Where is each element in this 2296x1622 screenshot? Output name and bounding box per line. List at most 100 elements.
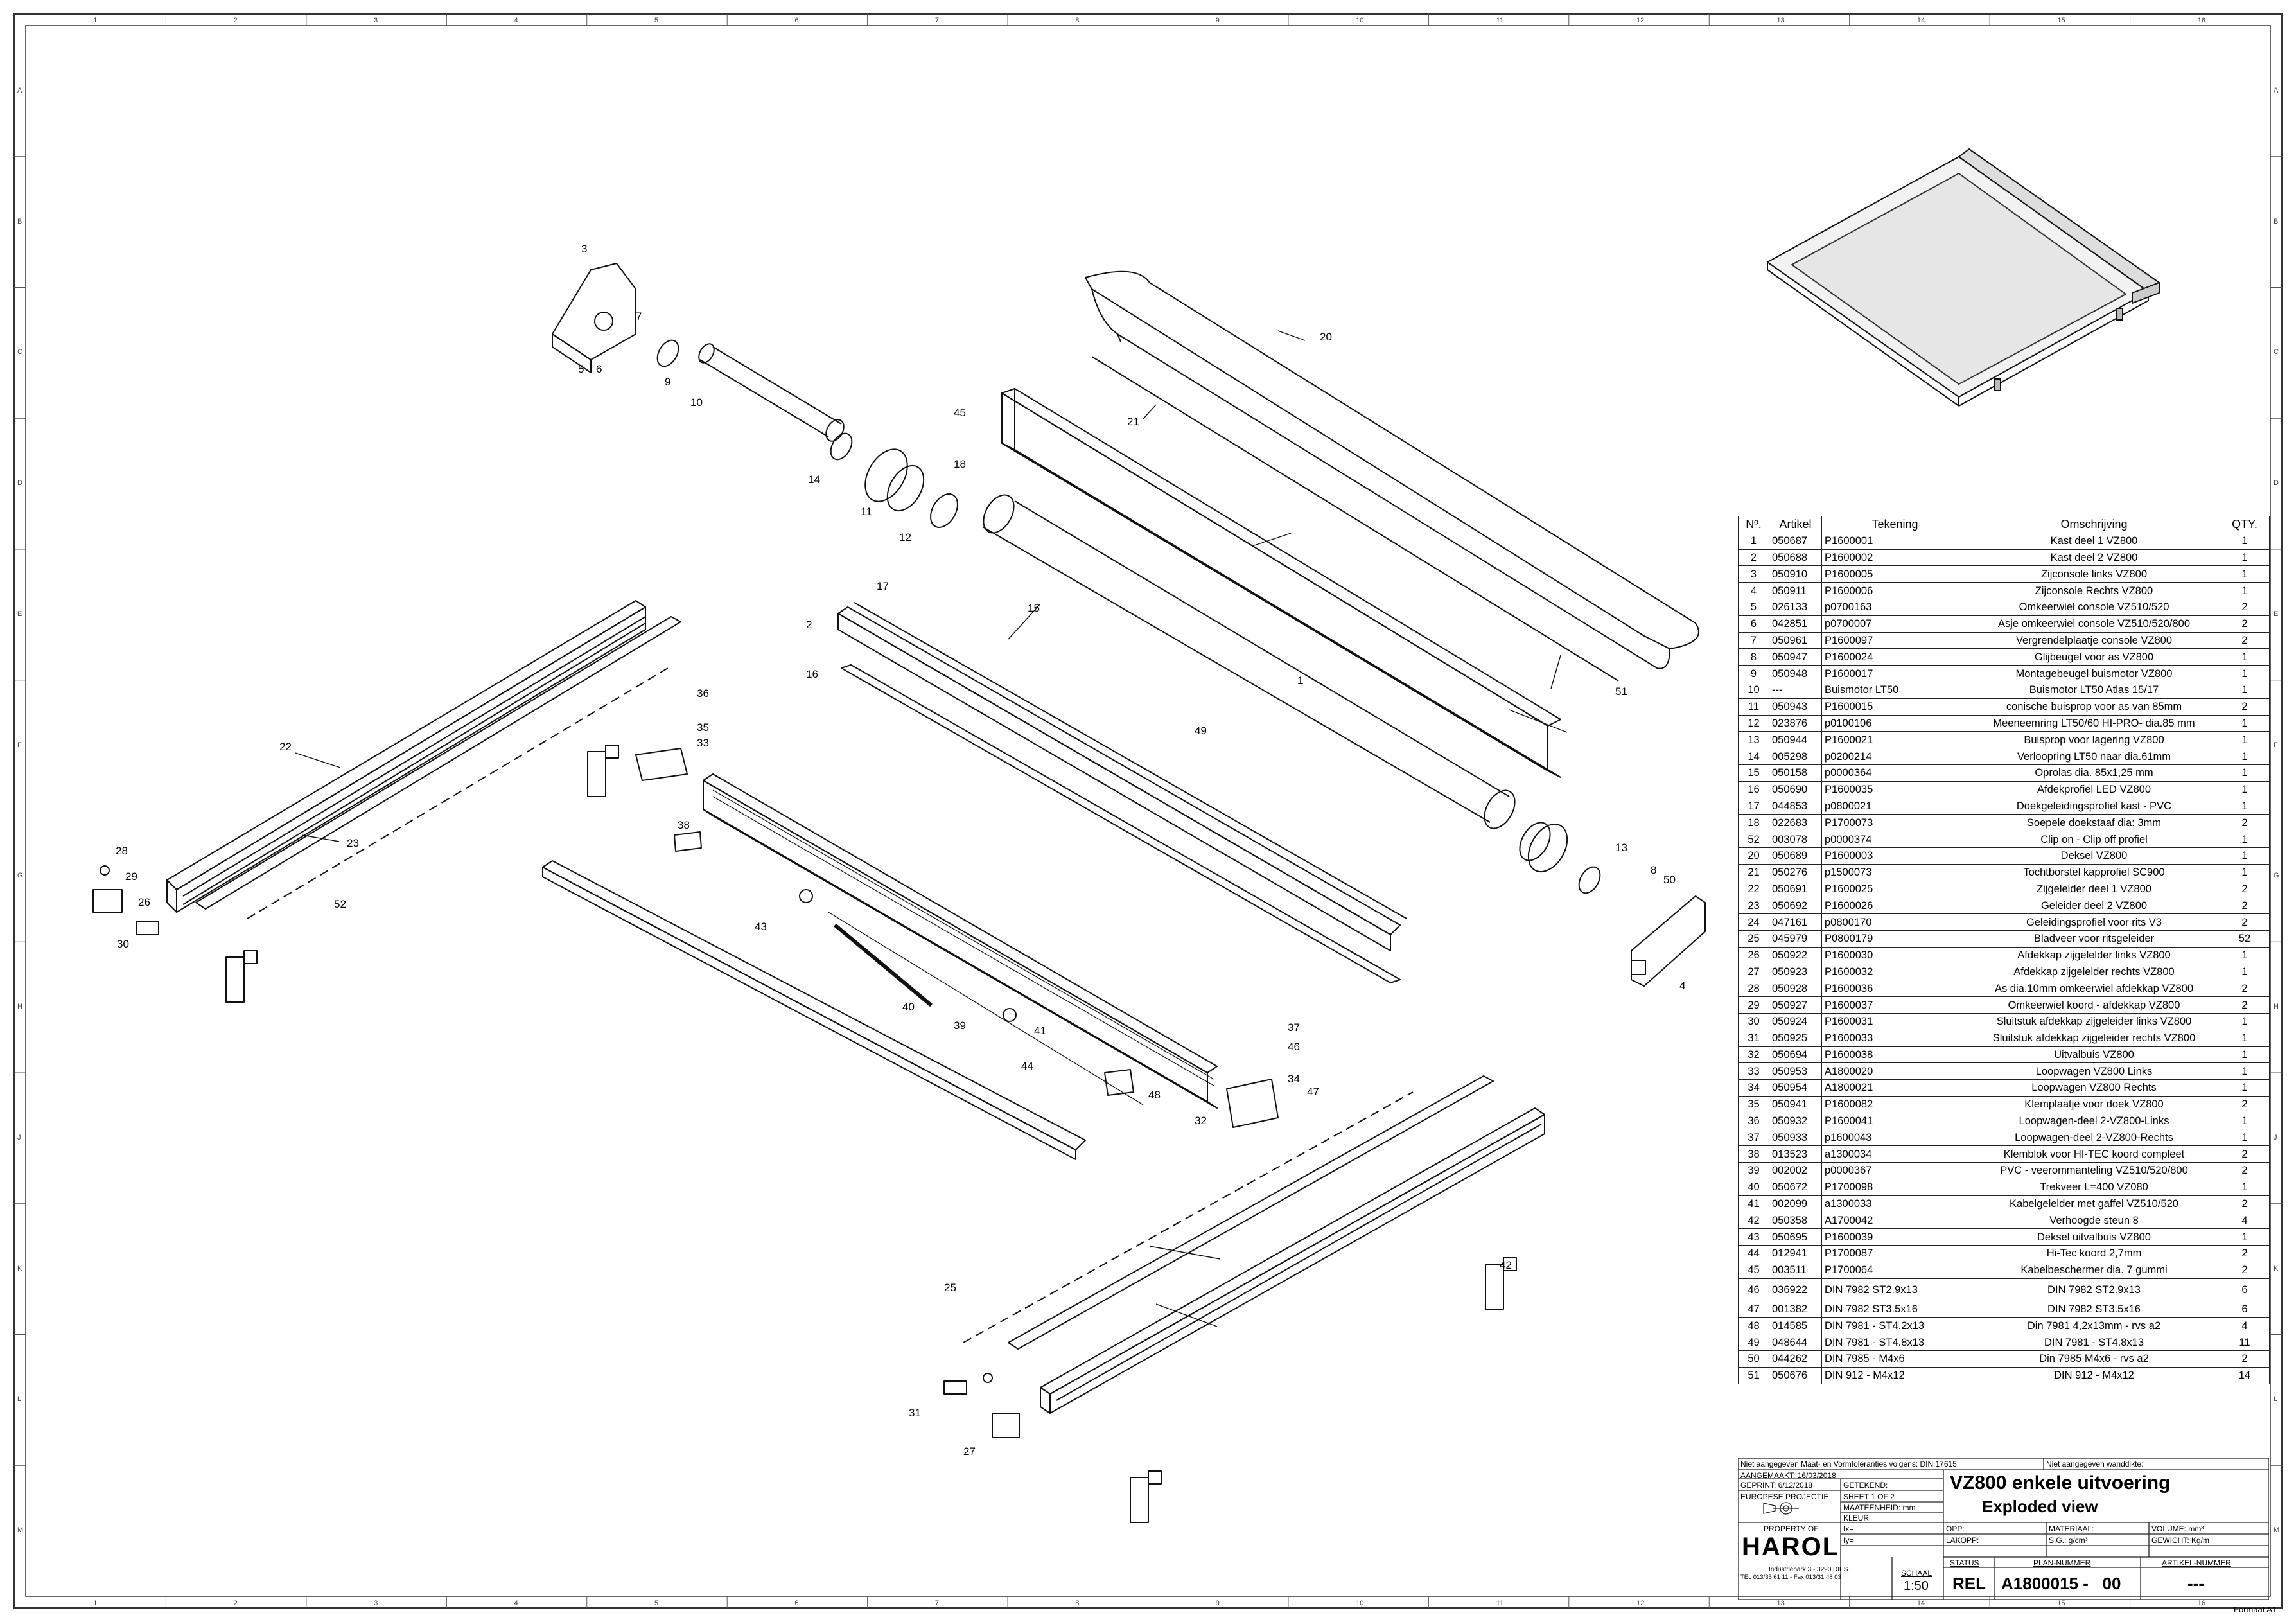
callout-41: 41 bbox=[1034, 1025, 1046, 1037]
bom-cell-tekening: a1300033 bbox=[1821, 1195, 1968, 1213]
bom-cell-artikel: 042851 bbox=[1769, 615, 1822, 633]
bom-cell-tekening: p1500073 bbox=[1821, 863, 1968, 881]
bom-cell-qty: 1 bbox=[2220, 532, 2270, 550]
bom-cell-qty: 2 bbox=[2220, 897, 2270, 915]
bom-cell-no: 28 bbox=[1738, 980, 1769, 998]
bom-cell-omschrijving: Bladveer voor ritsgeleider bbox=[1968, 930, 2220, 948]
bom-cell-tekening: P1600006 bbox=[1821, 582, 1968, 599]
grid-row-letter: G bbox=[2274, 872, 2279, 880]
bom-cell-no: 38 bbox=[1738, 1145, 1769, 1163]
bom-cell-artikel: 050910 bbox=[1769, 565, 1822, 583]
status-value: REL bbox=[1952, 1574, 1986, 1593]
callout-3: 3 bbox=[581, 243, 587, 255]
bom-cell-qty: 1 bbox=[2220, 582, 2270, 599]
bom-cell-no: 11 bbox=[1738, 698, 1769, 716]
part-3-left-console bbox=[552, 263, 636, 373]
bom-cell-qty: 2 bbox=[2220, 980, 2270, 998]
grid-column-number: 8 bbox=[1075, 1600, 1080, 1607]
bom-cell-artikel: 050923 bbox=[1769, 963, 1822, 981]
bom-cell-tekening: p0000374 bbox=[1821, 831, 1968, 848]
callout-15: 15 bbox=[1028, 602, 1040, 614]
grid-column-number: 12 bbox=[1636, 1600, 1645, 1607]
bom-cell-tekening: P1600039 bbox=[1821, 1228, 1968, 1246]
bom-cell-tekening: p0000367 bbox=[1821, 1162, 1968, 1179]
bom-cell-artikel: 050358 bbox=[1769, 1212, 1822, 1230]
bom-cell-no: 15 bbox=[1738, 764, 1769, 782]
company-logo: HAROL bbox=[1742, 1533, 1840, 1561]
bom-cell-artikel: 044853 bbox=[1769, 797, 1822, 815]
grid-column-number: 13 bbox=[1776, 17, 1785, 24]
bom-cell-omschrijving: Omkeerwiel console VZ510/520 bbox=[1968, 598, 2220, 616]
bom-cell-artikel: 050687 bbox=[1769, 532, 1822, 550]
part-21-brush bbox=[1091, 356, 1619, 682]
callout-47: 47 bbox=[1307, 1086, 1319, 1098]
bom-cell-qty: 2 bbox=[2220, 1195, 2270, 1213]
callout-11: 11 bbox=[861, 506, 872, 518]
bom-cell-qty: 1 bbox=[2220, 1012, 2270, 1030]
callout-45: 45 bbox=[954, 407, 966, 419]
callout-43: 43 bbox=[755, 921, 767, 933]
bom-cell-qty: 2 bbox=[2220, 1162, 2270, 1179]
bom-cell-artikel: 050944 bbox=[1769, 731, 1822, 749]
bom-cell-qty: 1 bbox=[2220, 946, 2270, 964]
bom-cell-omschrijving: Glijbeugel voor as VZ800 bbox=[1968, 648, 2220, 666]
bom-cell-tekening: P1600030 bbox=[1821, 946, 1968, 964]
bom-header-no: Nº. bbox=[1738, 516, 1769, 533]
sheet-number: SHEET 1 OF 2 bbox=[1843, 1492, 1895, 1501]
bom-cell-qty: 1 bbox=[2220, 1046, 2270, 1064]
part-10-tube-motor bbox=[698, 343, 845, 442]
bom-cell-tekening: P1600035 bbox=[1821, 780, 1968, 798]
grid-row-letter: J bbox=[2274, 1133, 2277, 1142]
bom-cell-artikel: 050158 bbox=[1769, 764, 1822, 782]
part-30-closing-piece bbox=[136, 921, 159, 935]
bom-cell-qty: 1 bbox=[2220, 1029, 2270, 1047]
bom-cell-omschrijving: DIN 7981 - ST4.8x13 bbox=[1968, 1334, 2220, 1352]
bom-cell-tekening: P1600036 bbox=[1821, 980, 1968, 998]
part-43-drop-bar-cover bbox=[542, 860, 1086, 1160]
callout-51: 51 bbox=[1615, 685, 1627, 698]
bom-cell-tekening: DIN 7981 - ST4.2x13 bbox=[1821, 1317, 1968, 1335]
bom-cell-no: 25 bbox=[1738, 930, 1769, 948]
bom-cell-qty: 2 bbox=[2220, 1350, 2270, 1368]
callout-7: 7 bbox=[636, 310, 642, 322]
bom-cell-omschrijving: Geleider deel 2 VZ800 bbox=[1968, 897, 2220, 915]
bom-cell-omschrijving: Afdekkap zijgelelder links VZ800 bbox=[1968, 946, 2220, 964]
grid-row-letter: B bbox=[17, 217, 22, 225]
bom-cell-qty: 2 bbox=[2220, 1095, 2270, 1113]
bom-cell-omschrijving: DIN 7982 ST2.9x13 bbox=[1968, 1278, 2220, 1301]
bom-cell-artikel: 050948 bbox=[1769, 665, 1822, 682]
grid-row-letter: B bbox=[2274, 217, 2279, 225]
company-address: Industriepark 3 - 3290 DIEST bbox=[1769, 1566, 1852, 1573]
bom-cell-no: 12 bbox=[1738, 714, 1769, 732]
callout-14: 14 bbox=[808, 473, 820, 486]
bom-cell-artikel: 050676 bbox=[1769, 1366, 1822, 1384]
callout-32: 32 bbox=[1195, 1115, 1207, 1127]
bom-cell-omschrijving: Klemplaatje voor doek VZ800 bbox=[1968, 1095, 2220, 1113]
bom-cell-tekening: P0800179 bbox=[1821, 930, 1968, 948]
bom-cell-artikel: 050927 bbox=[1769, 996, 1822, 1014]
bom-cell-no: 3 bbox=[1738, 565, 1769, 583]
bom-cell-no: 8 bbox=[1738, 648, 1769, 666]
bom-cell-omschrijving: Trekveer L=400 VZ080 bbox=[1968, 1178, 2220, 1196]
bom-cell-qty: 1 bbox=[2220, 1079, 2270, 1097]
bom-cell-artikel: 050692 bbox=[1769, 897, 1822, 915]
assembly-thumbnail bbox=[1767, 148, 2160, 407]
grid-column-number: 9 bbox=[1215, 1600, 1220, 1607]
bom-cell-tekening: p0800170 bbox=[1821, 913, 1968, 931]
bom-cell-artikel: 050689 bbox=[1769, 847, 1822, 865]
bom-cell-artikel: 050688 bbox=[1769, 549, 1822, 567]
bom-cell-artikel: 050672 bbox=[1769, 1178, 1822, 1196]
